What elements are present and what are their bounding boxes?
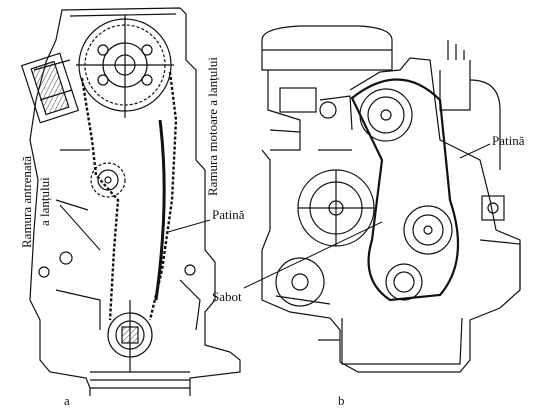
leader-left-driven bbox=[59, 204, 101, 251]
crank-pulley-drawing bbox=[385, 263, 423, 301]
label-left-chain-driven-line1: Ramura antrenată bbox=[19, 155, 34, 248]
label-left-patina: Patină bbox=[212, 207, 245, 222]
belt-cover-drawing bbox=[350, 78, 460, 302]
label-left-chain-driven-line2: a lanțului bbox=[37, 177, 52, 226]
leader-right-patina bbox=[459, 143, 491, 159]
caption-a: a bbox=[64, 393, 70, 408]
camshaft-pulley-drawing bbox=[359, 88, 413, 142]
leader-left-patina bbox=[167, 219, 211, 233]
label-left-chain-driving: Ramura motoare a lanțului bbox=[205, 57, 220, 196]
fan-pulley-drawing bbox=[297, 169, 375, 247]
label-right-sabot: Sabot bbox=[212, 289, 242, 304]
camshaft-sprocket-drawing bbox=[76, 15, 174, 118]
ignition-unit-drawing bbox=[20, 52, 80, 124]
engine-chain-drive-drawing bbox=[20, 7, 241, 396]
engine-belt-drive-drawing bbox=[261, 25, 521, 373]
leader-lines bbox=[59, 143, 491, 289]
tensioner-pulley-drawing bbox=[403, 205, 453, 255]
crankshaft-sprocket-drawing bbox=[107, 300, 153, 372]
leader-right-sabot bbox=[243, 221, 383, 289]
label-right-patina: Patină bbox=[492, 133, 525, 148]
timing-chain-drawing bbox=[80, 71, 178, 321]
alternator-drawing bbox=[275, 257, 331, 307]
caption-b: b bbox=[338, 393, 345, 408]
distributor-drawing bbox=[439, 40, 505, 221]
